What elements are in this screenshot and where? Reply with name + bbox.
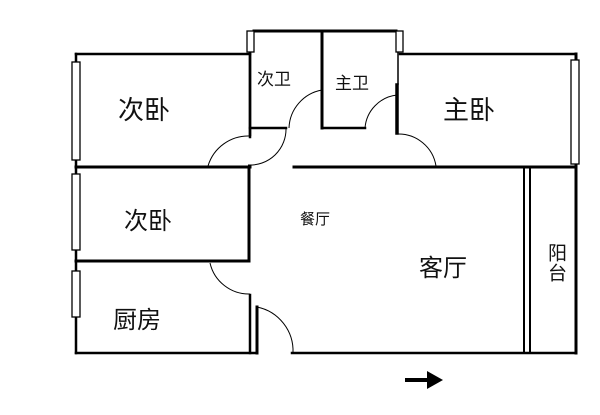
room-label-bedroom-secondary-1: 次卧 <box>118 96 171 126</box>
door-swing <box>207 135 251 167</box>
window <box>570 59 580 165</box>
room-label-kitchen: 厨房 <box>113 306 161 334</box>
door-swing <box>364 94 398 129</box>
door-swing <box>288 89 323 129</box>
window <box>246 30 255 53</box>
window <box>71 173 81 251</box>
window <box>71 61 81 161</box>
room-label-living-room: 客厅 <box>419 254 467 282</box>
door-swing <box>209 262 251 295</box>
room-label-dining-room: 餐厅 <box>300 210 331 228</box>
room-label-bathroom-secondary: 次卫 <box>257 70 291 90</box>
room-label-bedroom-master: 主卧 <box>443 96 496 126</box>
room-label-balcony: 阳台 <box>545 243 567 283</box>
door-swing <box>247 127 287 166</box>
room-label-bathroom-master: 主卫 <box>335 74 369 94</box>
door-swing <box>396 133 437 167</box>
door-swing <box>256 306 294 354</box>
room-label-bedroom-secondary-2: 次卧 <box>124 207 172 235</box>
window <box>395 30 404 53</box>
arrow-right-icon <box>405 371 443 389</box>
window <box>71 270 81 318</box>
